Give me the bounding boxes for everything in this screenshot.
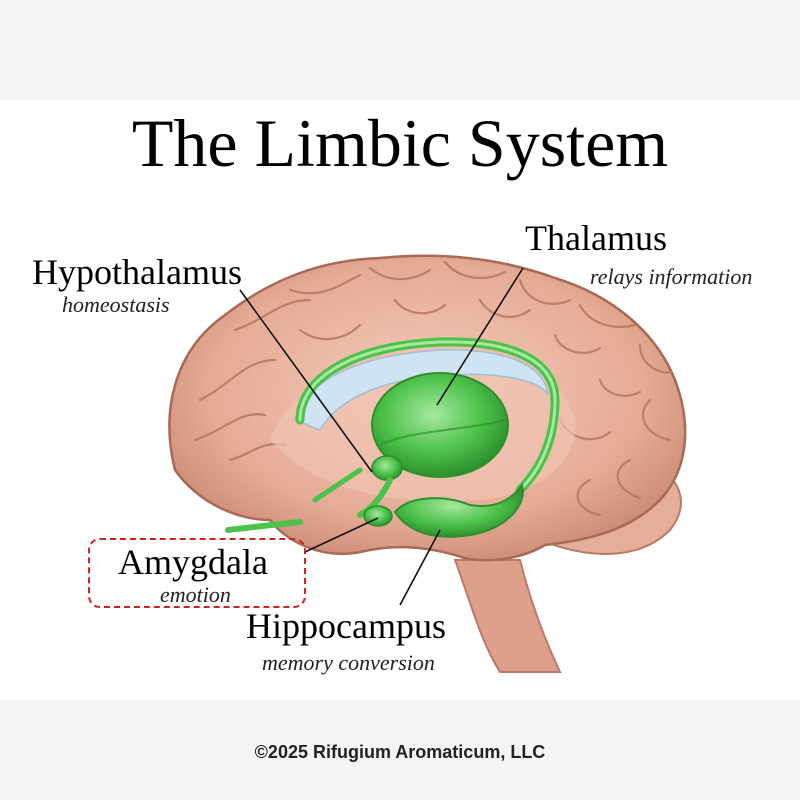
page-title: The Limbic System xyxy=(131,105,669,181)
brain-folds xyxy=(193,260,674,517)
hypothalamus-shape xyxy=(371,455,403,481)
hypothalamus-leader xyxy=(239,289,373,473)
copyright-notice: ©2025 Rifugium Aromaticum, LLC xyxy=(254,742,546,762)
hippocampus-leader xyxy=(399,529,441,606)
thalamus-shape xyxy=(371,372,509,478)
hypothalamus-label: Hypothalamus xyxy=(32,252,242,292)
top-band xyxy=(0,0,800,100)
hippocampus-function: memory conversion xyxy=(262,650,435,675)
ventricle xyxy=(294,349,549,431)
amygdala-callout-box xyxy=(88,538,306,608)
amygdala-leader xyxy=(304,517,379,553)
hippocampus-shape xyxy=(393,482,524,538)
hypothalamus-function: homeostasis xyxy=(62,292,170,317)
thalamus-function: relays information xyxy=(590,264,753,289)
brain-stem xyxy=(453,559,562,673)
amygdala-function: emotion xyxy=(160,582,231,607)
bottom-band xyxy=(0,700,800,800)
hippocampus-label: Hippocampus xyxy=(246,606,446,646)
leader-lines xyxy=(239,267,524,606)
amygdala-label: Amygdala xyxy=(118,542,268,582)
thalamus-label: Thalamus xyxy=(525,218,667,258)
thalamus-leader xyxy=(436,267,524,406)
